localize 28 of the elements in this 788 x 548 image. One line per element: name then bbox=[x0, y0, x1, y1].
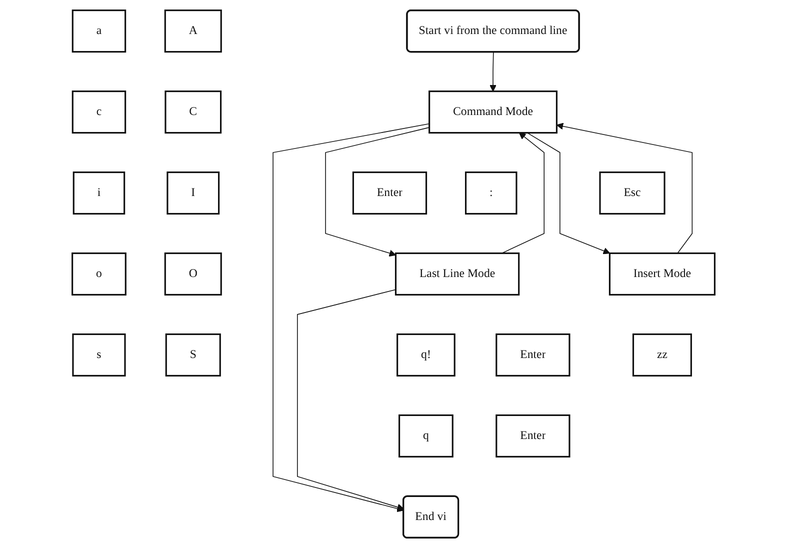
node-box: Enter bbox=[496, 414, 571, 458]
node-box: C bbox=[165, 90, 222, 134]
node-box: Command Mode bbox=[429, 90, 558, 134]
node-box: o bbox=[72, 252, 127, 296]
node-box: c bbox=[72, 90, 127, 134]
node-box: Enter bbox=[352, 172, 428, 215]
arrow bbox=[527, 132, 611, 254]
arrow bbox=[298, 289, 404, 510]
node-box: Last Line Mode bbox=[395, 252, 520, 296]
arrow bbox=[556, 122, 694, 254]
node-box: zz bbox=[632, 333, 692, 376]
node-box: s bbox=[72, 333, 126, 376]
node-box: q bbox=[398, 414, 454, 458]
arrow bbox=[326, 127, 430, 257]
node-box: Enter bbox=[496, 333, 571, 376]
node-box: a bbox=[72, 10, 127, 53]
node-box: Esc bbox=[600, 172, 666, 215]
node-box: i bbox=[73, 172, 126, 215]
node-box: Insert Mode bbox=[609, 252, 716, 296]
node-box: S bbox=[166, 333, 222, 376]
node-box: A bbox=[164, 10, 222, 53]
node-box: : bbox=[465, 172, 518, 215]
arrow bbox=[490, 52, 497, 92]
node-box: O bbox=[164, 252, 222, 296]
node-box: q! bbox=[397, 333, 456, 376]
arrow bbox=[502, 132, 545, 254]
arrow bbox=[273, 123, 430, 512]
node-box: I bbox=[167, 172, 220, 215]
